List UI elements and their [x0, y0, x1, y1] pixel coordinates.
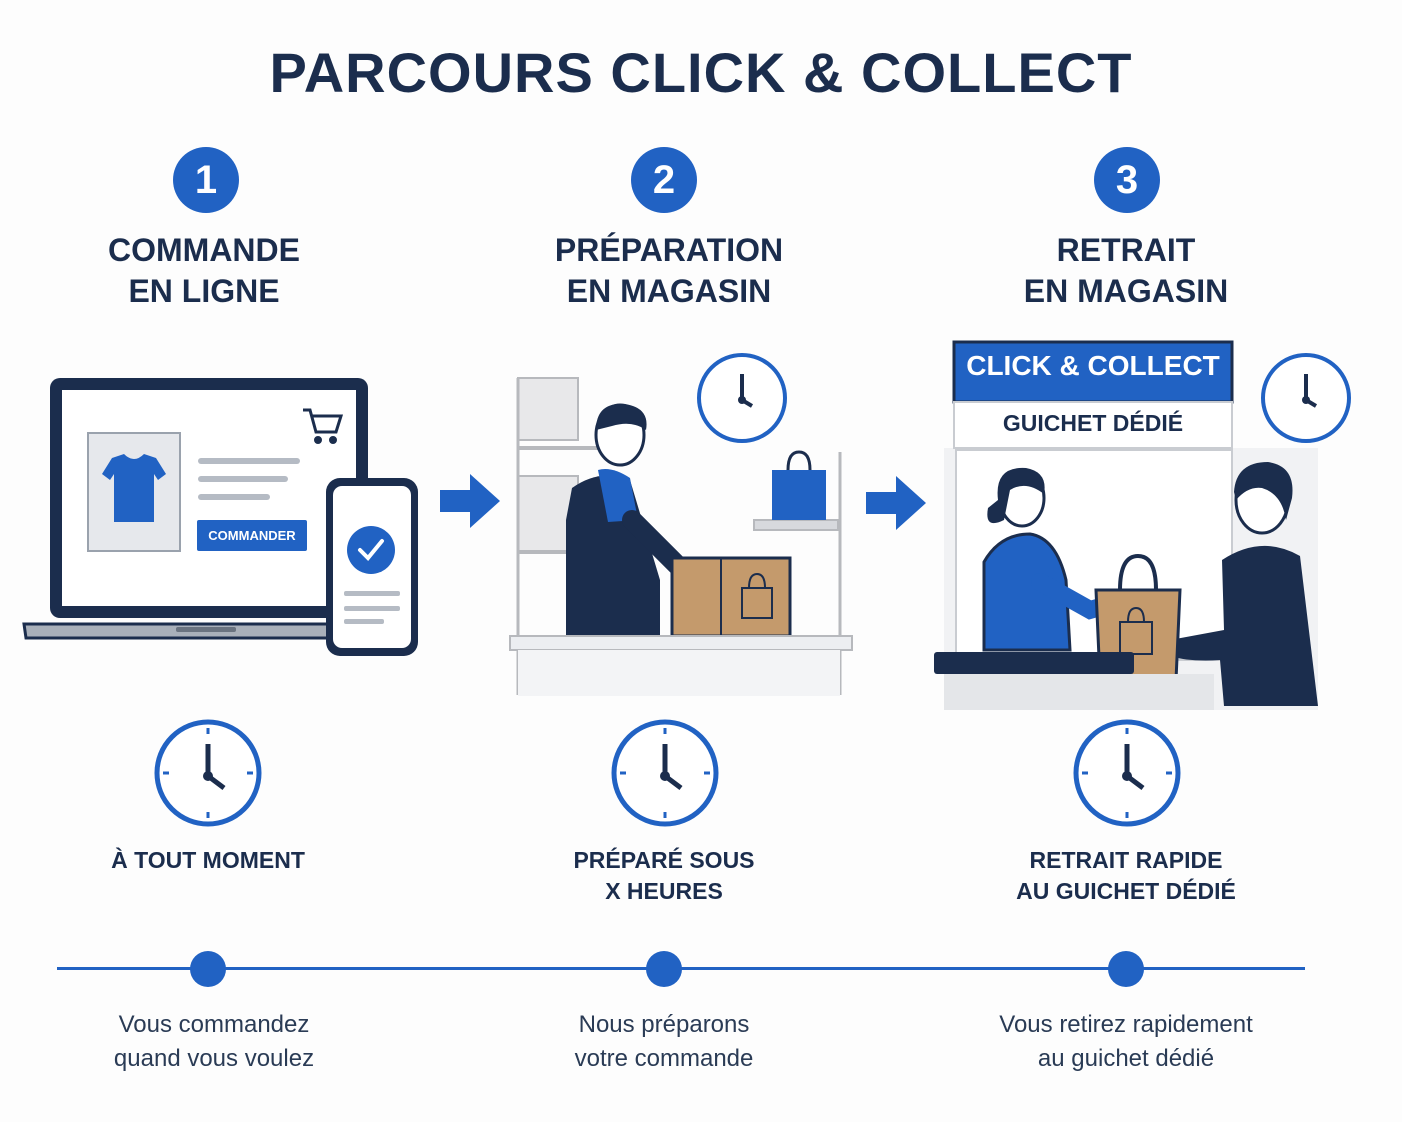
timeline-dot-2	[646, 951, 682, 987]
clock-icon	[697, 353, 787, 443]
page-title: PARCOURS CLICK & COLLECT	[269, 41, 1133, 104]
timeline-dot-3	[1108, 951, 1144, 987]
step-3-badge: 3	[1094, 147, 1160, 213]
clock-icon	[611, 719, 719, 827]
customer-figure	[1168, 462, 1318, 706]
smartphone-icon	[326, 478, 418, 656]
clock-icon	[1261, 353, 1351, 443]
check-icon	[347, 526, 395, 574]
tshirt-icon	[102, 454, 166, 522]
step-1-badge: 1	[173, 147, 239, 213]
clock-icon	[1073, 719, 1181, 827]
counter-sign-title: CLICK & COLLECT	[966, 350, 1220, 381]
timeline-dot-1	[190, 951, 226, 987]
arrow-right-icon	[440, 474, 500, 528]
counter-sign-subtitle: GUICHET DÉDIÉ	[1002, 410, 1184, 436]
step-2-badge: 2	[631, 147, 697, 213]
cart-icon	[303, 408, 344, 444]
product-card	[87, 432, 181, 552]
step-1-caption: À TOUT MOMENT	[111, 847, 305, 873]
clock-icon	[154, 719, 262, 827]
commander-button[interactable]: COMMANDER	[197, 520, 307, 551]
bag-icon	[772, 450, 826, 520]
clerk-figure	[982, 467, 1113, 652]
arrow-right-icon	[866, 476, 926, 530]
